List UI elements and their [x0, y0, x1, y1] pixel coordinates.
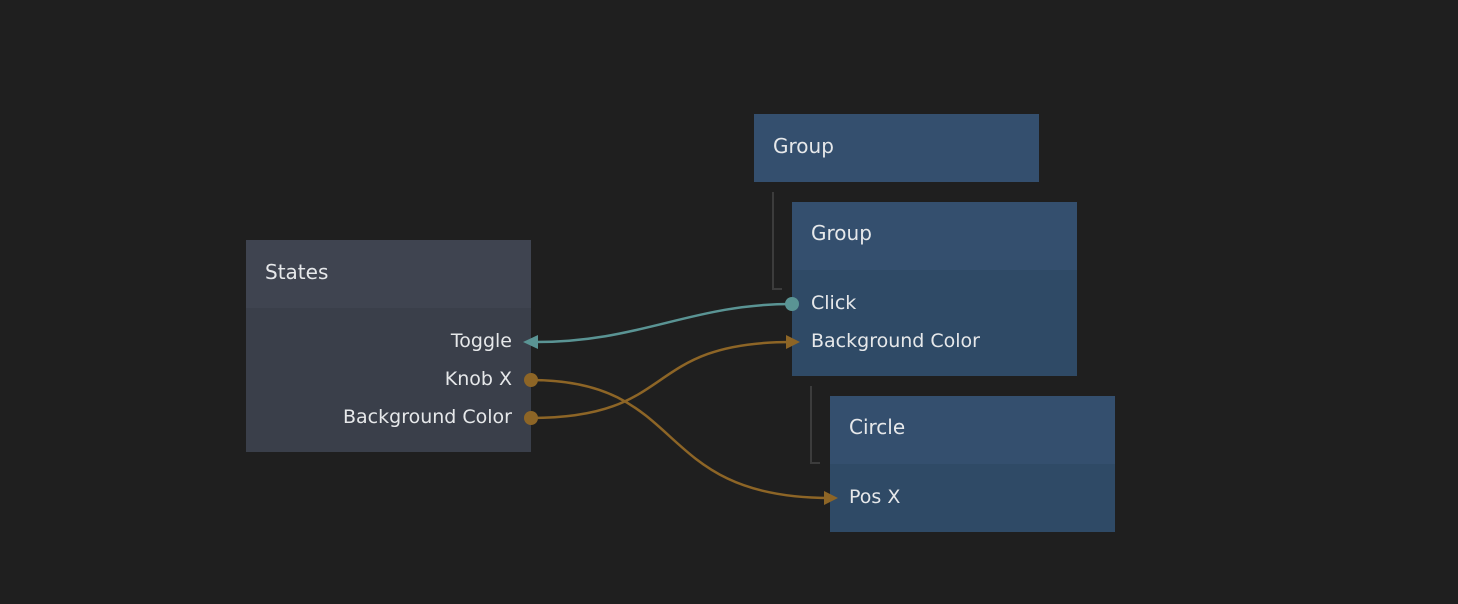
hierarchy-line: [810, 386, 820, 464]
port-pos-x[interactable]: Pos X: [849, 486, 901, 508]
arrow-icon: [523, 335, 538, 349]
port-knob-x[interactable]: Knob X: [444, 368, 512, 390]
connection-bgcolor[interactable]: [530, 340, 793, 420]
group-inner-node[interactable]: Group Click Background Color: [792, 202, 1077, 376]
states-node[interactable]: States Toggle Knob X Background Color: [246, 240, 531, 452]
node-title: States: [246, 240, 531, 308]
port-background-color[interactable]: Background Color: [811, 330, 980, 352]
port-dot-icon: [785, 297, 799, 311]
port-background-color[interactable]: Background Color: [343, 406, 512, 428]
connection-knobx-posx[interactable]: [530, 378, 831, 500]
group-outer-node[interactable]: Group: [754, 114, 1039, 182]
node-title: Circle: [830, 396, 1115, 464]
connection-click-toggle[interactable]: [531, 302, 793, 344]
port-toggle[interactable]: Toggle: [450, 330, 512, 352]
port-click[interactable]: Click: [811, 292, 857, 314]
arrow-icon: [824, 491, 838, 505]
arrow-icon: [786, 335, 800, 349]
node-title: Group: [773, 134, 834, 158]
port-dot-icon: [524, 373, 538, 387]
hierarchy-line: [772, 192, 782, 290]
circle-node[interactable]: Circle Pos X: [830, 396, 1115, 532]
node-title: Group: [792, 202, 1077, 270]
port-dot-icon: [524, 411, 538, 425]
